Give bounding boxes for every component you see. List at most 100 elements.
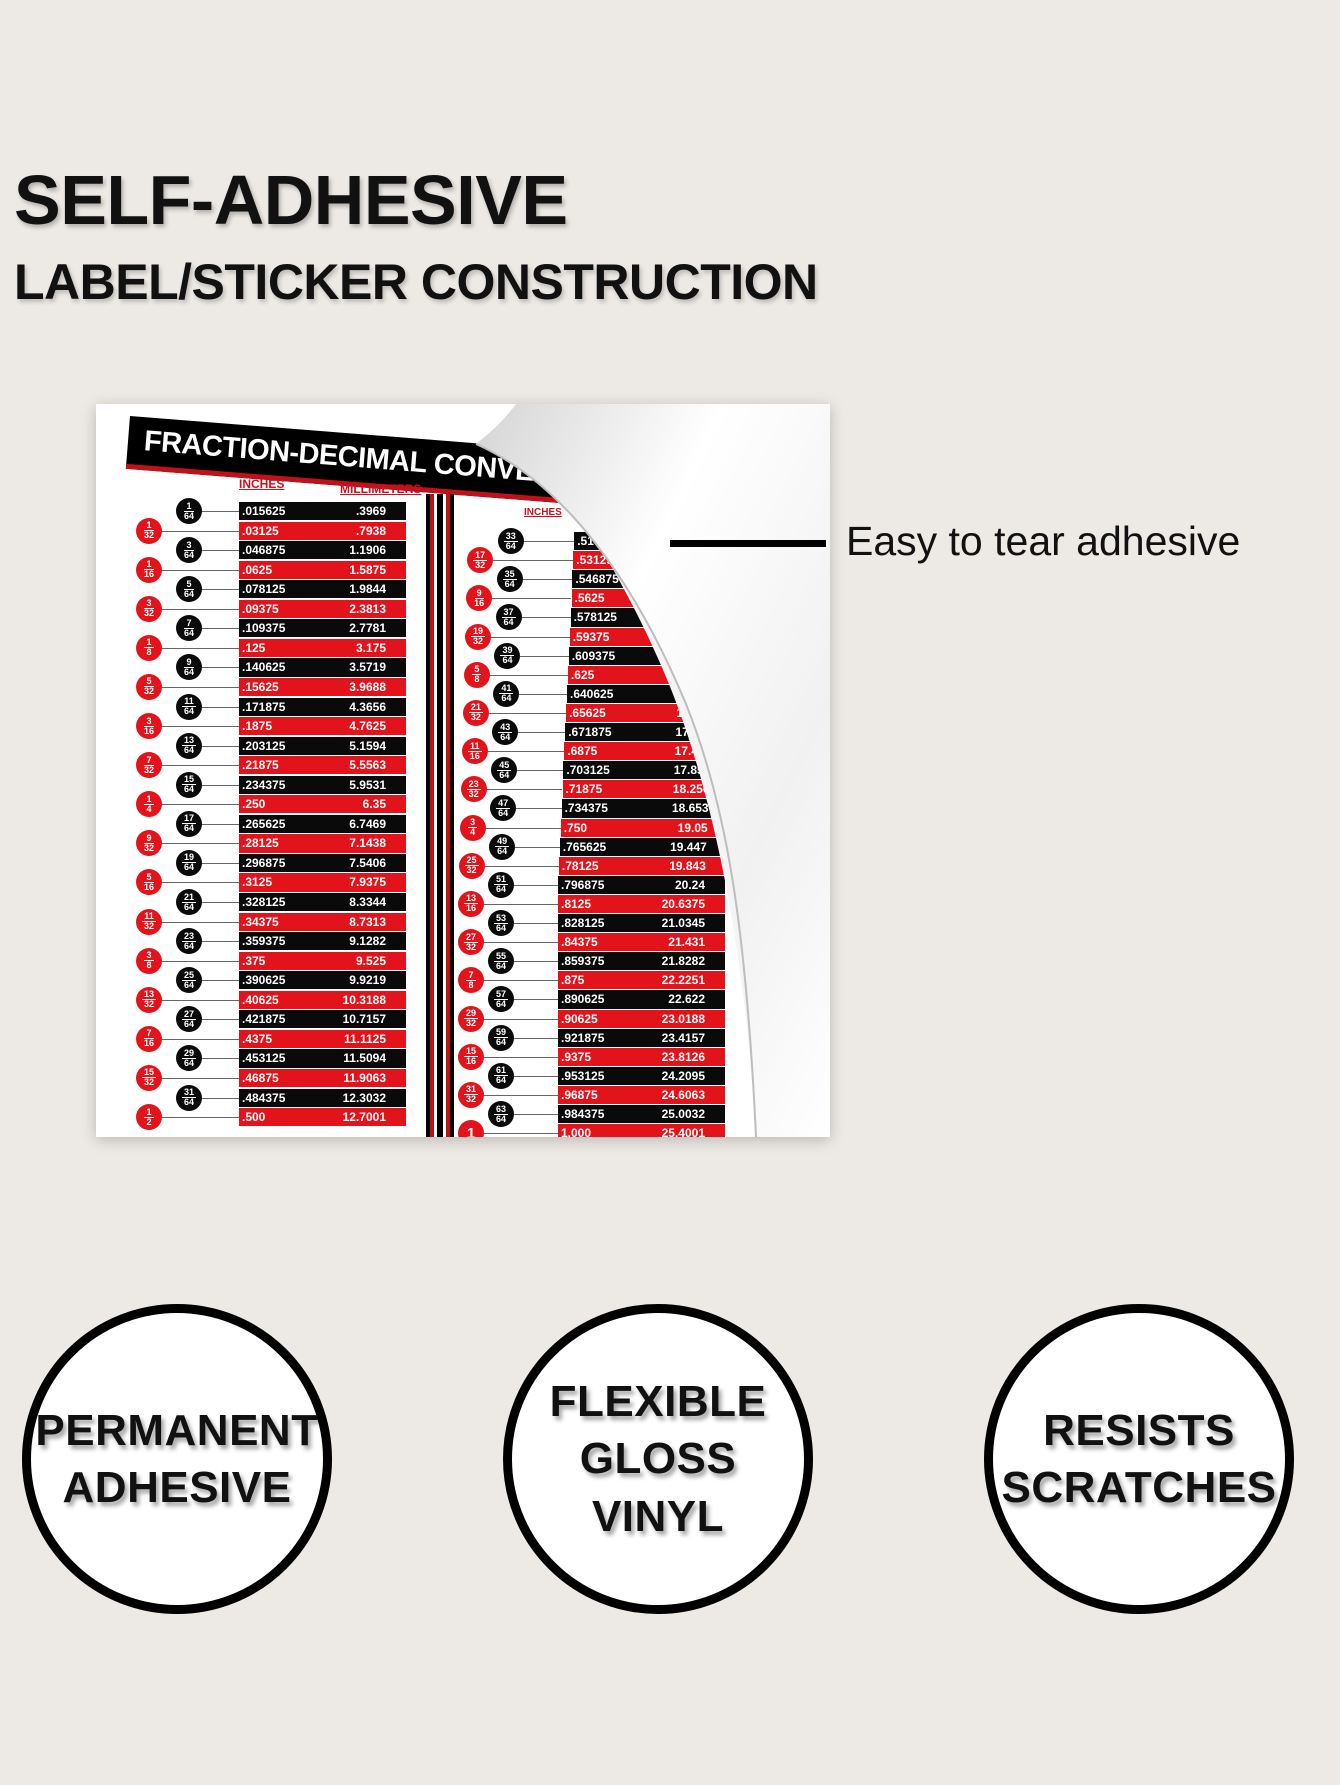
mm-value: 23.0188 xyxy=(661,1011,705,1026)
mm-value: 1.1906 xyxy=(349,543,386,558)
fraction-numerator: 7 xyxy=(466,969,476,981)
mm-value: 10.7157 xyxy=(342,1012,386,1027)
fraction-denominator: 64 xyxy=(183,745,194,756)
fraction-numerator: 15 xyxy=(141,1067,156,1079)
conversion-chart-sticker: FRACTION-DECIMAL CONVERSION INCHES MILLI… xyxy=(96,404,830,1137)
fraction-denominator: 64 xyxy=(183,1057,194,1068)
fraction-denominator: 32 xyxy=(143,686,154,697)
fraction-numerator: 17 xyxy=(181,813,196,825)
leader-line xyxy=(162,921,239,923)
mm-value: 7.1438 xyxy=(349,836,386,851)
inch-value: .3125 xyxy=(242,875,273,890)
fraction-denominator: 64 xyxy=(183,666,194,677)
mm-value: 6.35 xyxy=(362,797,386,812)
mm-value: 20.24 xyxy=(674,877,705,892)
leader-line xyxy=(514,923,558,924)
inch-value: .4375 xyxy=(242,1031,273,1046)
leader-line xyxy=(202,980,239,982)
fraction-numerator: 7 xyxy=(144,1028,154,1040)
inch-value: .984375 xyxy=(561,1107,605,1121)
fraction-numerator: 3 xyxy=(468,817,478,828)
mm-value: 21.0345 xyxy=(661,916,705,930)
badge-line: RESISTS xyxy=(1043,1405,1235,1455)
leader-line xyxy=(484,1133,558,1135)
mm-value: 18.256 xyxy=(672,782,710,797)
mm-value: 20.6375 xyxy=(661,896,705,911)
fraction-denominator: 32 xyxy=(143,921,154,932)
fraction-denominator: 64 xyxy=(499,769,510,780)
inch-value: .90625 xyxy=(561,1011,598,1026)
leader-line xyxy=(202,862,239,864)
mm-value: 17.462 xyxy=(674,744,712,759)
mm-value: 4.3656 xyxy=(349,699,386,714)
fraction-numerator: 3 xyxy=(144,598,154,610)
mm-value: 12.7001 xyxy=(342,1110,386,1125)
inch-value: .046875 xyxy=(242,543,286,558)
fraction-numerator: 1 xyxy=(144,793,154,805)
leader-line xyxy=(162,960,239,962)
fraction-numerator: 5 xyxy=(184,578,194,590)
mm-value: 11.1125 xyxy=(343,1031,386,1046)
leader-line xyxy=(514,1114,558,1115)
mm-value: .7938 xyxy=(355,523,386,538)
fraction-denominator: 8 xyxy=(146,647,152,658)
mm-value: 13.89 xyxy=(689,572,720,587)
inch-value: .328125 xyxy=(242,895,286,909)
fraction-denominator: 16 xyxy=(469,750,480,761)
inch-value: .890625 xyxy=(561,992,605,1007)
mm-value: 1.9844 xyxy=(349,582,386,597)
mm-value: 6.7469 xyxy=(349,816,386,831)
inch-value: .515625 xyxy=(577,534,621,548)
mm-value: 3.9688 xyxy=(349,679,386,694)
mm-value: .3969 xyxy=(355,504,386,518)
fraction-numerator: 3 xyxy=(144,715,154,727)
fraction-numerator: 9 xyxy=(144,832,154,844)
leader-line xyxy=(515,846,560,848)
fraction-numerator: 11 xyxy=(468,740,482,752)
inch-value: .500 xyxy=(242,1110,266,1125)
fraction-denominator: 32 xyxy=(465,1094,476,1105)
mm-value: 9.525 xyxy=(355,953,386,968)
fraction-numerator: 53 xyxy=(493,912,508,924)
leader-line xyxy=(162,999,239,1001)
fraction-denominator: 32 xyxy=(143,608,154,619)
fraction-denominator: 64 xyxy=(502,655,513,666)
fraction-denominator: 64 xyxy=(495,960,506,971)
leader-line xyxy=(488,712,567,714)
leader-line xyxy=(202,511,239,512)
fraction-denominator: 64 xyxy=(503,616,514,627)
